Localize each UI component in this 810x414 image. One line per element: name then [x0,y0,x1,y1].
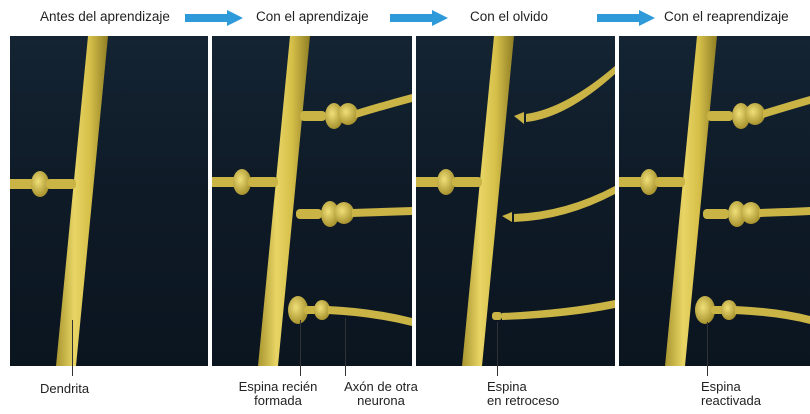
stage-label-before-learning: Antes del aprendizaje [40,9,170,24]
stage-label-relearning: Con el reaprendizaje [664,9,789,24]
leader-line-reactivated-spine [707,322,708,376]
leader-line-new-spine [300,320,301,376]
leader-line-retracting-spine [497,322,498,376]
stage-label-forgetting: Con el olvido [470,9,548,24]
label-dendrite: Dendrita [40,382,89,396]
arrow-right-icon [185,10,243,26]
label-reactivated-spine: Espina reactivada [701,380,761,408]
stage-label-with-learning: Con el aprendizaje [256,9,369,24]
panel-before-learning [10,36,208,366]
label-retracting-spine: Espina en retroceso [487,380,559,408]
panel-with-learning [212,36,412,366]
panel-forgetting [416,36,615,366]
panel-relearning [619,36,810,366]
arrow-right-icon [597,10,655,26]
arrow-right-icon [390,10,448,26]
label-new-spine: Espina recién formada [228,380,328,408]
leader-line-axon [345,318,346,376]
leader-line-dendrite [72,320,73,376]
label-axon: Axón de otra neurona [336,380,426,408]
